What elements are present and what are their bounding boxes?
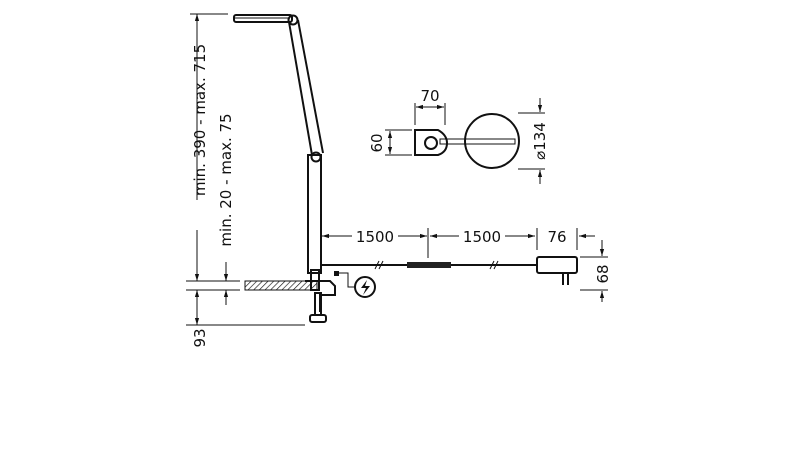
clamp-post bbox=[310, 269, 320, 291]
inline-switch bbox=[407, 262, 451, 268]
cable-assembly: 1500 1500 76 68 bbox=[321, 228, 612, 302]
arm-joint bbox=[310, 151, 322, 163]
height-dimensions: min. 390 - max. 715 min. 20 - max. 75 93 bbox=[186, 13, 305, 348]
top-view-arm bbox=[439, 138, 516, 145]
clamp-screw bbox=[314, 292, 322, 316]
head-joint bbox=[287, 14, 299, 26]
lamp-side-view bbox=[233, 14, 336, 323]
lamp-pole bbox=[307, 154, 322, 274]
power-adapter bbox=[536, 256, 578, 274]
shade-diameter-label: ⌀134 bbox=[531, 122, 549, 160]
adapter-height-label: 68 bbox=[594, 264, 612, 283]
clamp-range-label: min. 20 - max. 75 bbox=[217, 113, 235, 246]
top-view-base bbox=[414, 129, 449, 156]
adapter-plug bbox=[562, 273, 569, 285]
upper-arm bbox=[288, 19, 324, 156]
lamp-top-view: 70 60 ⌀134 bbox=[368, 87, 549, 184]
cable-break-2 bbox=[489, 260, 499, 270]
top-view-shade bbox=[464, 113, 520, 169]
cable-break-1 bbox=[374, 260, 384, 270]
clamp-depth-label: 93 bbox=[191, 328, 209, 347]
cable-length-1-label: 1500 bbox=[356, 228, 394, 246]
desk-section bbox=[244, 280, 318, 291]
total-height-label: min. 390 - max. 715 bbox=[191, 44, 209, 196]
cable-length-2-label: 1500 bbox=[463, 228, 501, 246]
clamp-knob bbox=[309, 314, 327, 323]
top-view-width-label: 70 bbox=[420, 87, 439, 105]
power-symbol-icon bbox=[354, 276, 376, 298]
top-view-height-label: 60 bbox=[368, 133, 386, 152]
adapter-width-label: 76 bbox=[547, 228, 566, 246]
